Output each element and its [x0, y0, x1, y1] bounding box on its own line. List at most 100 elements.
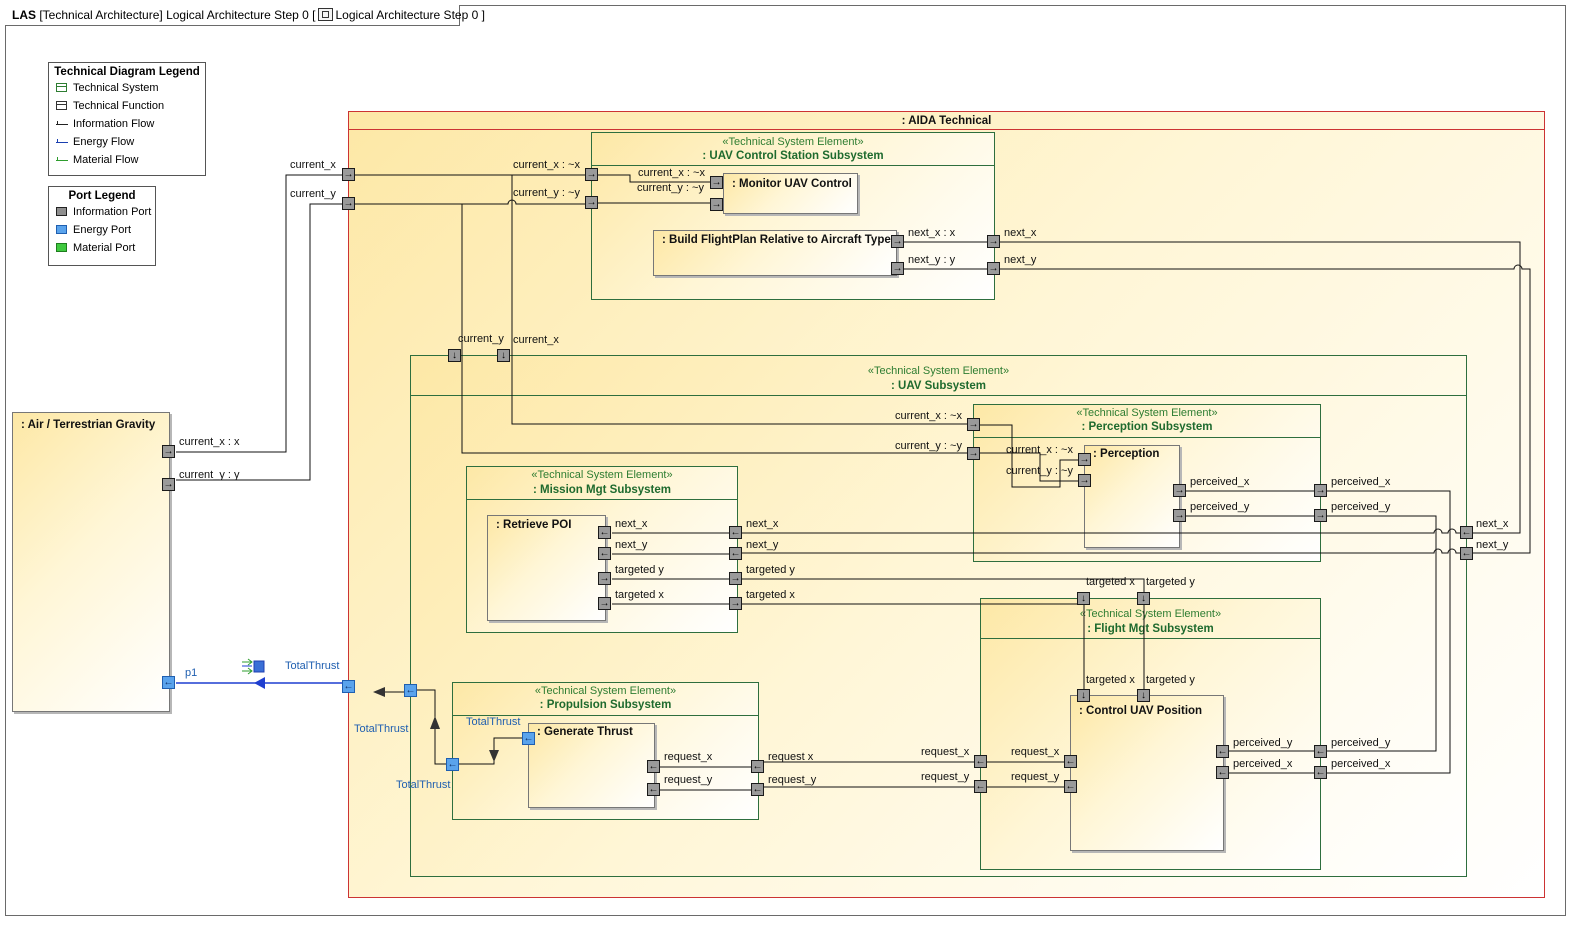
- arrow-down-icon: [489, 750, 499, 762]
- mission-targeted-x-port[interactable]: →: [729, 597, 742, 610]
- build-next-x-port[interactable]: →: [891, 235, 904, 248]
- perception-sub-perceived-x-port[interactable]: →: [1314, 484, 1327, 497]
- port-label: perceived_x: [1331, 476, 1391, 488]
- flight-targeted-y-port[interactable]: ↓: [1137, 592, 1150, 605]
- energy-port-icon: [56, 225, 67, 234]
- port-legend: Port Legend Information Port Energy Port…: [48, 186, 156, 266]
- wire-perceived-x-flight[interactable]: [1327, 490, 1451, 774]
- air-p1-port[interactable]: ←: [162, 676, 175, 689]
- legend-item-information-flow: Information Flow: [49, 115, 205, 133]
- retrieve-next-x-port[interactable]: ←: [598, 526, 611, 539]
- control-targeted-x-port[interactable]: ↓: [1077, 689, 1090, 702]
- perception-current-y-port[interactable]: →: [1078, 474, 1091, 487]
- perception-sub-current-x-port[interactable]: →: [967, 418, 980, 431]
- block-title: : UAV Subsystem: [890, 380, 986, 392]
- wire-perceived-y-flight[interactable]: [1327, 515, 1437, 752]
- legend-item-information-port: Information Port: [49, 203, 155, 221]
- wire-next-x-mission[interactable]: [742, 528, 1460, 534]
- technical-diagram-legend: Technical Diagram Legend Technical Syste…: [48, 62, 206, 176]
- block-title: : Propulsion Subsystem: [539, 699, 672, 711]
- retrieve-targeted-y-port[interactable]: →: [598, 572, 611, 585]
- perception-perceived-y-port[interactable]: →: [1173, 509, 1186, 522]
- flight-targeted-x-port[interactable]: ↓: [1077, 592, 1090, 605]
- stereotype-label: «Technical System Element»: [531, 469, 673, 481]
- wire-current-y-ucs[interactable]: [354, 199, 591, 205]
- block-title: : Perception: [1093, 448, 1160, 460]
- wire-current-y-perception-sub[interactable]: [461, 204, 967, 454]
- generate-thrust-function[interactable]: : Generate Thrust: [528, 723, 655, 808]
- mission-next-x-port[interactable]: ←: [729, 526, 742, 539]
- port-label: TotalThrust: [354, 723, 409, 735]
- flight-request-x-port[interactable]: ←: [974, 755, 987, 768]
- port-label: request_x: [1011, 746, 1060, 758]
- wire-next-x-uav[interactable]: [1000, 241, 1521, 534]
- propulsion-total-thrust-port[interactable]: ←: [446, 758, 459, 771]
- wire-current-y-perception[interactable]: [980, 452, 1078, 482]
- wire-next-y-uav[interactable]: [1000, 264, 1531, 554]
- information-flow-icon: [56, 121, 68, 125]
- control-perceived-y-port[interactable]: ←: [1216, 745, 1229, 758]
- ucs-current-y-port[interactable]: →: [585, 196, 598, 209]
- wire-current-x-perception-sub[interactable]: [511, 175, 967, 425]
- material-flow-icon: [56, 157, 68, 161]
- aida-current-y-port[interactable]: →: [342, 197, 355, 210]
- retrieve-poi-function[interactable]: : Retrieve POI: [487, 515, 606, 621]
- ucs-next-x-port[interactable]: →: [987, 235, 1000, 248]
- ucs-next-y-port[interactable]: →: [987, 262, 1000, 275]
- mission-targeted-y-port[interactable]: →: [729, 572, 742, 585]
- flight-perceived-y-port[interactable]: ←: [1314, 745, 1327, 758]
- monitor-current-x-port[interactable]: →: [710, 176, 723, 189]
- wire-current-x-perception[interactable]: [980, 424, 1078, 488]
- control-request-y-port[interactable]: ←: [1064, 780, 1077, 793]
- monitor-uav-control-function[interactable]: : Monitor UAV Control: [723, 173, 858, 214]
- technical-function-icon: [56, 101, 67, 110]
- flight-request-y-port[interactable]: ←: [974, 780, 987, 793]
- uav-next-y-port[interactable]: ←: [1460, 547, 1473, 560]
- perception-perceived-x-port[interactable]: →: [1173, 484, 1186, 497]
- wire-next-y-mission[interactable]: [742, 548, 1460, 554]
- control-targeted-y-port[interactable]: ↓: [1137, 689, 1150, 702]
- ucs-current-x-port[interactable]: →: [585, 168, 598, 181]
- air-current-x-port[interactable]: →: [162, 445, 175, 458]
- wire-current-y-outer[interactable]: [176, 203, 348, 481]
- build-flightplan-function[interactable]: : Build FlightPlan Relative to Aircraft …: [653, 230, 897, 276]
- monitor-current-y-port[interactable]: →: [710, 198, 723, 211]
- aida-current-x-port[interactable]: →: [342, 168, 355, 181]
- port-label: next_y: [746, 539, 779, 551]
- aida-total-thrust-port[interactable]: ←: [342, 680, 355, 693]
- perception-sub-perceived-y-port[interactable]: →: [1314, 509, 1327, 522]
- port-label: perceived_y: [1190, 501, 1250, 513]
- perception-current-x-port[interactable]: →: [1078, 453, 1091, 466]
- mission-next-y-port[interactable]: ←: [729, 547, 742, 560]
- retrieve-targeted-x-port[interactable]: →: [598, 597, 611, 610]
- stereotype-label: «Technical System Element»: [534, 685, 677, 697]
- wire-current-x-outer[interactable]: [176, 174, 348, 453]
- thrust-request-x-port[interactable]: ←: [647, 760, 660, 773]
- build-next-y-port[interactable]: →: [891, 262, 904, 275]
- uav-next-x-port[interactable]: ←: [1460, 526, 1473, 539]
- control-request-x-port[interactable]: ←: [1064, 755, 1077, 768]
- propulsion-request-y-port[interactable]: ←: [751, 783, 764, 796]
- block-title: : Mission Mgt Subsystem: [532, 484, 672, 496]
- control-perceived-x-port[interactable]: ←: [1216, 766, 1229, 779]
- port-label: perceived_y: [1331, 737, 1391, 749]
- air-terrestrian-gravity-block[interactable]: : Air / Terrestrian Gravity: [12, 412, 170, 712]
- port-label: targeted y: [1146, 674, 1195, 686]
- retrieve-next-y-port[interactable]: ←: [598, 547, 611, 560]
- wire-targeted-y-flight[interactable]: [742, 578, 1145, 592]
- uav-current-x-port[interactable]: ↓: [497, 349, 510, 362]
- wire-current-x-monitor[interactable]: [598, 174, 711, 183]
- port-label: current_x: [513, 334, 559, 346]
- uav-total-thrust-port[interactable]: ←: [404, 684, 417, 697]
- diagram-tab[interactable]: LAS [Technical Architecture] Logical Arc…: [5, 5, 485, 26]
- uav-current-y-port[interactable]: ↓: [448, 349, 461, 362]
- air-current-y-port[interactable]: →: [162, 478, 175, 491]
- perception-sub-current-y-port[interactable]: →: [967, 447, 980, 460]
- port-label: perceived_y: [1233, 737, 1293, 749]
- thrust-request-y-port[interactable]: ←: [647, 783, 660, 796]
- flight-perceived-x-port[interactable]: ←: [1314, 766, 1327, 779]
- port-label: current_x: [290, 159, 336, 171]
- propulsion-request-x-port[interactable]: ←: [751, 760, 764, 773]
- thrust-total-thrust-port[interactable]: ←: [522, 732, 535, 745]
- legend-item-material-port: Material Port: [49, 239, 155, 257]
